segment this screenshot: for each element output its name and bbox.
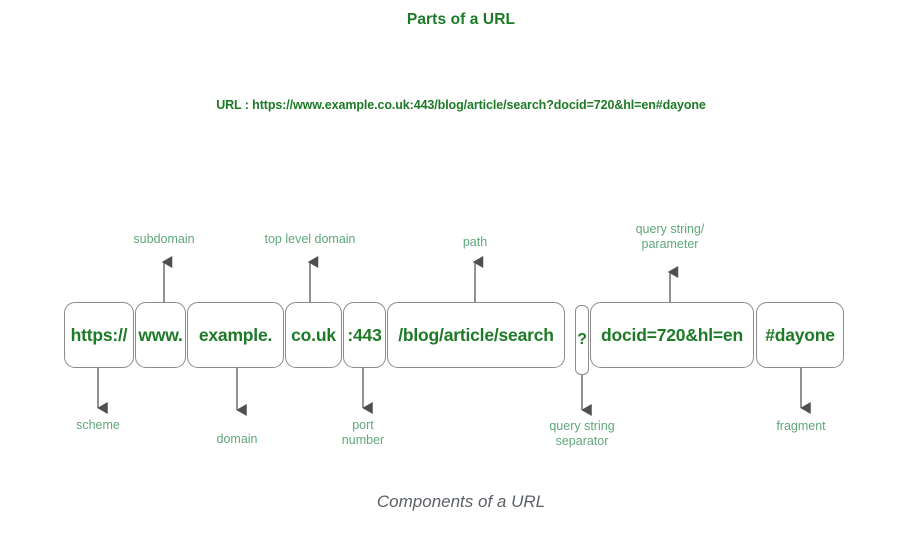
page-title: Parts of a URL (406, 11, 516, 28)
diagram-caption: Components of a URL (376, 492, 546, 511)
label-path: path (462, 235, 488, 249)
segment-query-string[interactable]: docid=720&hl=en (590, 302, 754, 368)
segment-top-level-domain[interactable]: co.uk (285, 302, 342, 368)
segment-subdomain[interactable]: www. (135, 302, 186, 368)
segment-scheme[interactable]: https:// (64, 302, 134, 368)
segment-port-number[interactable]: :443 (343, 302, 386, 368)
label-port-number-line2: number (341, 433, 385, 447)
label-scheme: scheme (76, 418, 120, 432)
segment-domain[interactable]: example. (187, 302, 284, 368)
label-subdomain: subdomain (133, 232, 195, 246)
label-query-separator-line2: separator (555, 434, 609, 448)
label-query-string-line1: query string/ (635, 222, 705, 236)
url-example-line: URL : https://www.example.co.uk:443/blog… (216, 98, 706, 112)
segment-fragment[interactable]: #dayone (756, 302, 844, 368)
label-port-number: port number (303, 418, 423, 448)
label-query-string-line2: parameter (641, 237, 699, 251)
label-domain: domain (216, 432, 258, 446)
label-query-separator: query string separator (512, 419, 652, 449)
label-top-level-domain: top level domain (264, 232, 356, 246)
segment-query-separator[interactable]: ? (575, 305, 589, 375)
label-query-separator-line1: query string (549, 419, 615, 433)
label-port-number-line1: port (352, 418, 374, 432)
segment-path[interactable]: /blog/article/search (387, 302, 565, 368)
label-query-string: query string/ parameter (600, 222, 740, 252)
label-fragment: fragment (776, 419, 826, 433)
